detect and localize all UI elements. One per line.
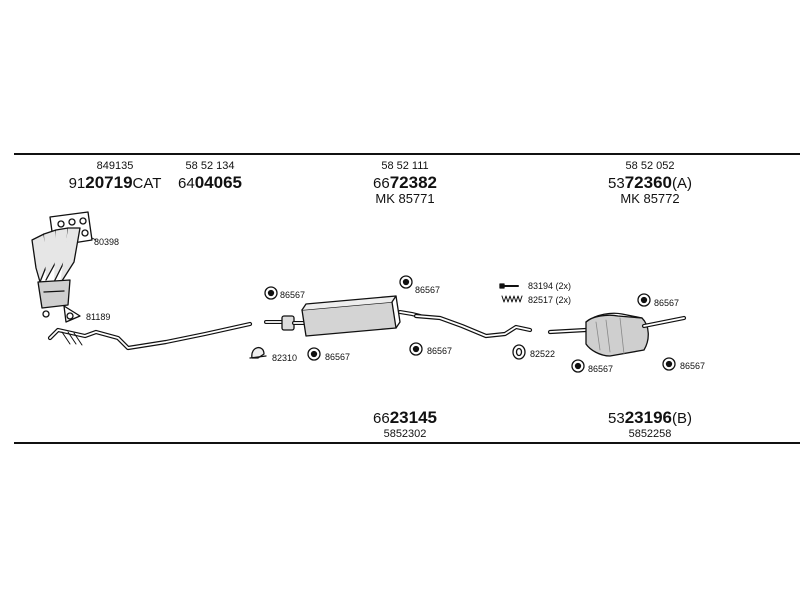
label-81189: 81189 <box>86 312 110 322</box>
column-header-middle-silencer: 58 52 111 6672382 MK 85771 <box>345 160 465 207</box>
front-pipe-part-number[interactable]: 6404065 <box>178 172 242 192</box>
column-header-front-pipe: 58 52 134 6404065 <box>160 160 260 192</box>
middle-pipe[interactable] <box>413 313 533 339</box>
rubber-hanger-b[interactable] <box>399 275 413 289</box>
bolt[interactable] <box>499 283 519 289</box>
rear-pipe-part-number[interactable]: 5323196(B) <box>608 408 692 427</box>
middle-pipe-sub-number: 5852302 <box>383 427 427 440</box>
rear-silencer-sub-number: 58 52 052 <box>625 160 675 172</box>
exhaust-manifold-catalyst[interactable] <box>31 227 81 318</box>
rear-silencer[interactable] <box>547 312 687 357</box>
spring[interactable] <box>501 295 523 303</box>
label-82517: 82517 (2x) <box>528 295 571 305</box>
rear-pipe-sub-number: 5852258 <box>628 427 672 440</box>
label-86567-b: 86567 <box>415 285 440 295</box>
rubber-hanger-a[interactable] <box>264 286 278 300</box>
middle-silencer[interactable] <box>264 295 422 337</box>
flange-gasket[interactable] <box>63 305 81 323</box>
label-86567-e: 86567 <box>654 298 679 308</box>
column-header-rear-silencer: 58 52 052 5372360(A) MK 85772 <box>585 160 715 207</box>
rear-silencer-kit: MK 85772 <box>620 191 680 207</box>
label-86567-d: 86567 <box>427 346 452 356</box>
rubber-hanger-f[interactable] <box>571 359 585 373</box>
sealing-ring[interactable] <box>512 344 526 360</box>
rubber-hanger-g[interactable] <box>662 357 676 371</box>
column-header-catalyst: 849135 9120719CAT <box>55 160 175 192</box>
rear-silencer-part-number[interactable]: 5372360(A) <box>608 172 692 192</box>
bottom-divider <box>14 442 800 444</box>
rubber-hanger-d[interactable] <box>409 342 423 356</box>
front-pipe[interactable] <box>47 321 253 351</box>
label-86567-g: 86567 <box>680 361 705 371</box>
rubber-hanger-e[interactable] <box>637 293 651 307</box>
footer-middle-pipe: 6623145 5852302 <box>345 408 465 440</box>
catalyst-part-number[interactable]: 9120719CAT <box>68 172 162 192</box>
label-82310: 82310 <box>272 353 297 363</box>
middle-silencer-part-number[interactable]: 6672382 <box>373 172 437 192</box>
label-86567-c: 86567 <box>325 352 350 362</box>
middle-silencer-kit: MK 85771 <box>375 191 435 207</box>
label-83194: 83194 (2x) <box>528 281 571 291</box>
pipe-clamp[interactable] <box>249 347 267 359</box>
middle-silencer-sub-number: 58 52 111 <box>381 160 429 172</box>
catalyst-sub-number: 849135 <box>96 160 134 172</box>
label-86567-f: 86567 <box>588 364 613 374</box>
leader-line <box>91 237 97 241</box>
middle-pipe-part-number[interactable]: 6623145 <box>373 408 437 427</box>
top-divider <box>14 153 800 155</box>
label-82522: 82522 <box>530 349 555 359</box>
label-80398: 80398 <box>94 237 119 247</box>
rubber-hanger-c[interactable] <box>307 347 321 361</box>
footer-rear-pipe: 5323196(B) 5852258 <box>585 408 715 440</box>
front-pipe-sub-number: 58 52 134 <box>185 160 235 172</box>
label-86567-a: 86567 <box>280 290 305 300</box>
